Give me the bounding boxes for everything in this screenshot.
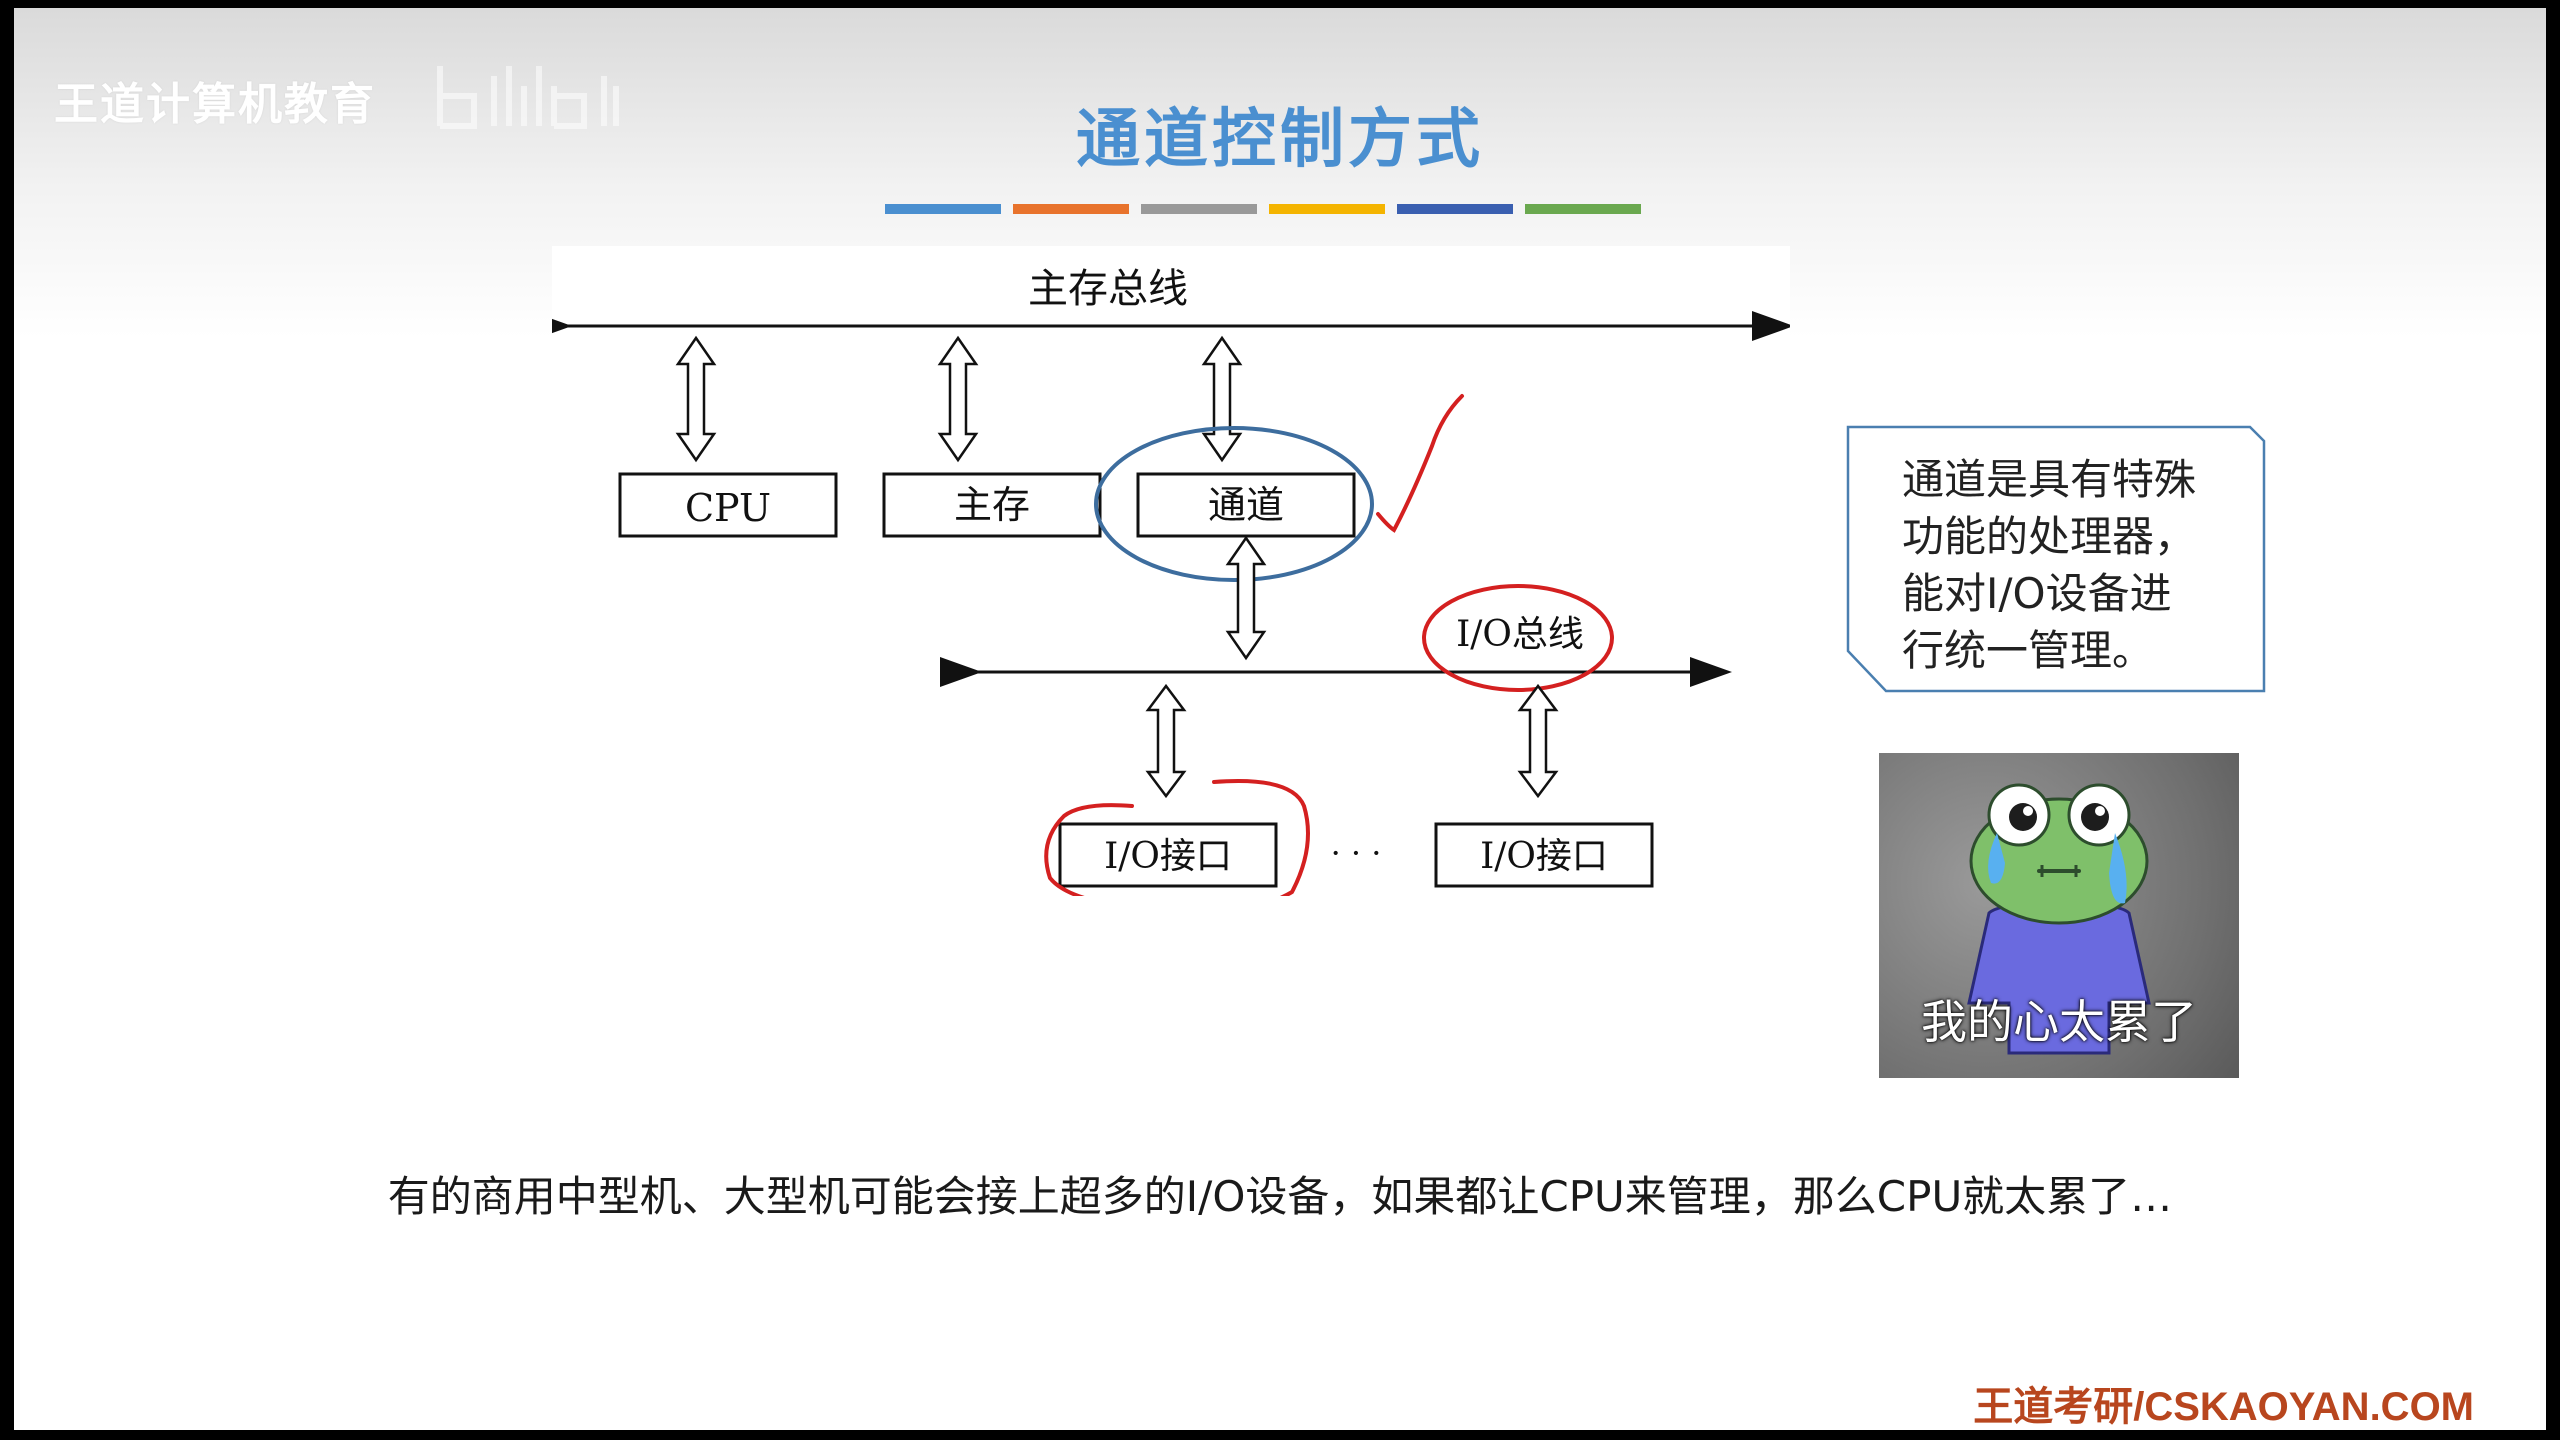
memory-box [882, 472, 1102, 538]
color-bar-3 [1141, 204, 1257, 214]
io-interface-2-box [1434, 822, 1654, 888]
io-bus-highlight-circle [1422, 584, 1614, 692]
io-interface-highlight-circle [1044, 779, 1310, 896]
channel-io-arrow [1225, 535, 1267, 661]
color-bar-4 [1269, 204, 1385, 214]
slide: 王道计算机教育 通道控制方式 主存总线 [14, 8, 2546, 1430]
color-bar-5 [1397, 204, 1513, 214]
bilibili-logo-icon [437, 66, 619, 129]
callout-frame [1846, 425, 2266, 693]
meme-caption: 我的心太累了 [1921, 995, 2197, 1049]
io-interface-2-label: I/O接口 [1480, 836, 1608, 877]
callout-text: 通道是具有特殊 功能的处理器， 能对I/O设备进 行统一管理。 [1902, 455, 2197, 675]
watermark-text: 王道计算机教育 [54, 79, 376, 130]
ellipsis-label: · · · [1331, 834, 1382, 872]
callout-box: 通道是具有特殊 功能的处理器， 能对I/O设备进 行统一管理。 [1846, 425, 2266, 695]
red-check-mark [1376, 394, 1464, 533]
cpu-bus-arrow [675, 335, 717, 463]
cpu-box [618, 472, 838, 538]
main-bus-label: 主存总线 [1028, 266, 1188, 312]
channel-diagram: 主存总线 CPU 主存 通道 [552, 246, 1790, 896]
io-interface-1-arrow [1145, 683, 1187, 799]
io-interface-2-arrow [1517, 683, 1559, 799]
channel-bus-arrow [1201, 335, 1243, 463]
memory-bus-arrow [937, 335, 979, 463]
slide-title: 通道控制方式 [1076, 103, 1484, 177]
frog-illustration [1967, 783, 2151, 1055]
cpu-label: CPU [685, 486, 771, 530]
io-interface-1-box [1058, 822, 1278, 888]
memory-label: 主存 [954, 483, 1030, 527]
channel-highlight-circle [1094, 426, 1374, 582]
color-bar-2 [1013, 204, 1129, 214]
meme-image: 我的心太累了 [1879, 753, 2239, 1078]
io-bus-label: I/O总线 [1456, 614, 1584, 655]
color-bar-6 [1525, 204, 1641, 214]
io-interface-1-label: I/O接口 [1104, 836, 1232, 877]
diagram-svg: 主存总线 CPU 主存 通道 [552, 266, 1790, 896]
bottom-explanation-text: 有的商用中型机、大型机可能会接上超多的I/O设备，如果都让CPU来管理，那么CP… [387, 1172, 2173, 1221]
color-bar-1 [885, 204, 1001, 214]
channel-label: 通道 [1208, 483, 1284, 527]
footer-brand: 王道考研/CSKAOYAN.COM [1973, 1385, 2474, 1429]
